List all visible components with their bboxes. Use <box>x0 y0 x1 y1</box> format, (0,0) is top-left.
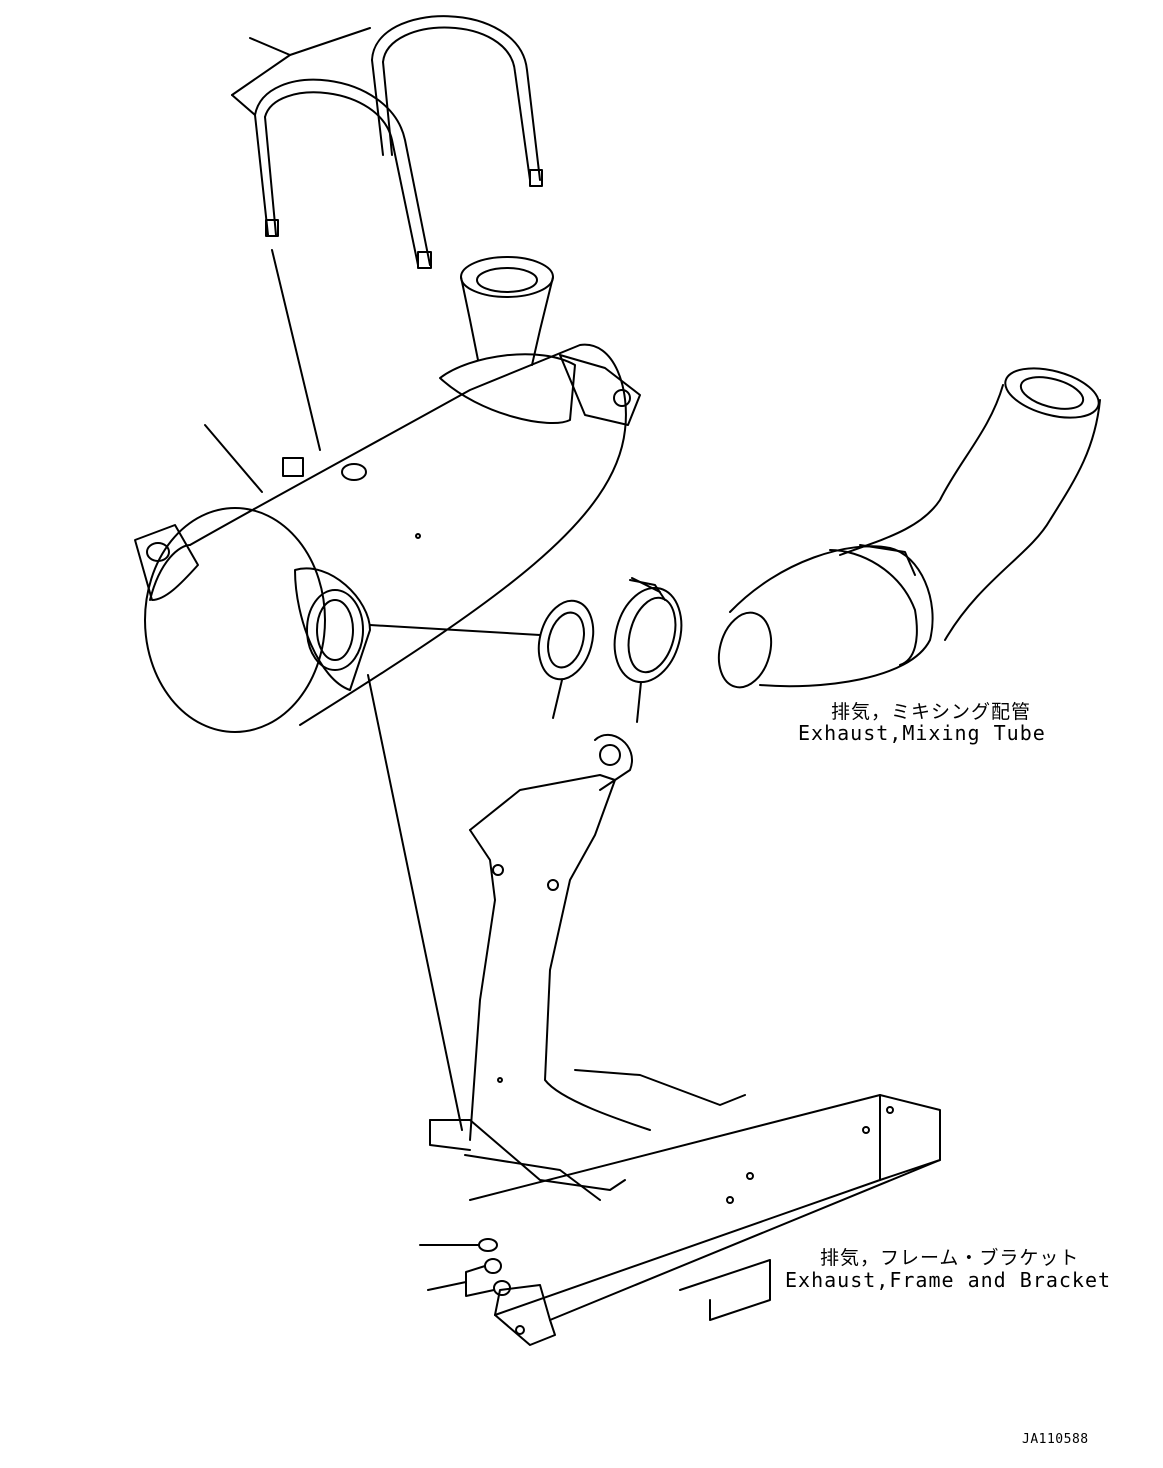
frame-bracket-label-en: Exhaust,Frame and Bracket <box>785 1268 1112 1292</box>
muffler-body <box>134 256 641 733</box>
frame-bracket <box>429 733 941 1346</box>
mixing-tube <box>717 367 1101 689</box>
hardware-nuts <box>419 1238 511 1297</box>
leader-lines-mid <box>367 624 642 1131</box>
gasket <box>537 599 595 681</box>
u-bolt-front <box>254 78 432 269</box>
drawing-code: JA110588 <box>1022 1432 1089 1447</box>
frame-bracket-label-jp: 排気，フレーム・ブラケット <box>820 1247 1080 1269</box>
mixing-tube-label-jp: 排気，ミキシング配管 <box>831 701 1032 723</box>
v-band-clamp <box>613 577 683 684</box>
mixing-tube-label-en: Exhaust,Mixing Tube <box>798 721 1046 745</box>
u-bolt-rear <box>371 15 543 187</box>
leader-lines-top <box>204 27 371 493</box>
